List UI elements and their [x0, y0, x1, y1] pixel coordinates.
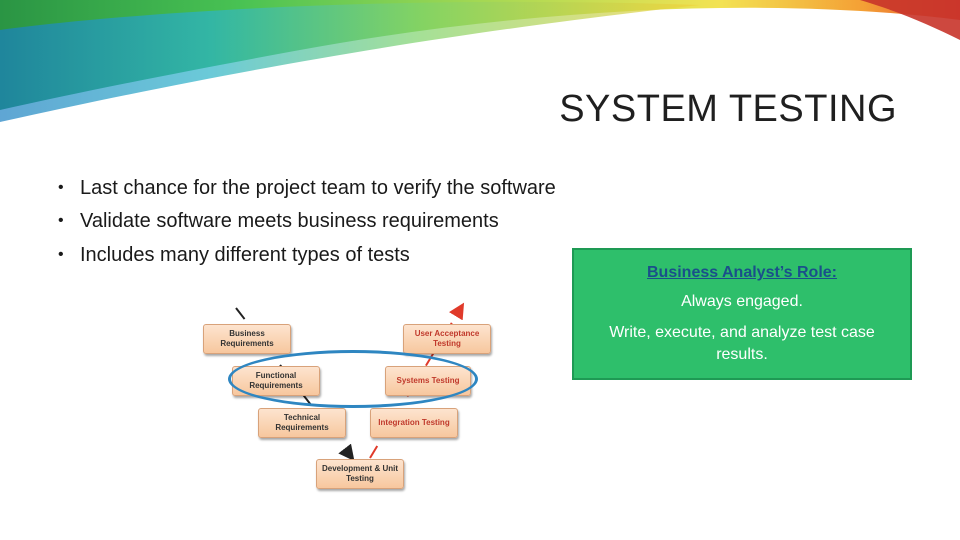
- ba-role-heading: Business Analyst’s Role:: [647, 264, 837, 281]
- slide-title: SYSTEM TESTING: [559, 88, 897, 130]
- bullet-text: Includes many different types of tests: [80, 244, 410, 266]
- bullet-item: • Validate software meets business requir…: [58, 209, 556, 242]
- stage-technical-requirements: Technical Requirements: [258, 408, 346, 438]
- ba-role-line-engaged: Always engaged.: [681, 293, 803, 310]
- stage-integration-testing: Integration Testing: [370, 408, 458, 438]
- stage-development-unit-testing: Development & Unit Testing: [316, 459, 404, 489]
- decorative-swoosh: [0, 0, 960, 123]
- bullet-list: • Last chance for the project team to ver…: [58, 176, 556, 276]
- stage-user-acceptance-testing: User Acceptance Testing: [403, 324, 491, 354]
- bullet-text: Validate software meets business require…: [80, 210, 499, 232]
- bullet-marker: •: [58, 179, 64, 196]
- bullet-item: • Includes many different types of tests: [58, 243, 556, 276]
- bullet-marker: •: [58, 246, 64, 263]
- bullet-marker: •: [58, 212, 64, 229]
- ba-role-line-tests: Write, execute, and analyze test case re…: [609, 324, 875, 363]
- bullet-text: Last chance for the project team to veri…: [80, 177, 556, 199]
- business-analyst-role-box: Business Analyst’s Role: Always engaged.…: [572, 248, 912, 380]
- systems-testing-highlight: [228, 350, 478, 408]
- stage-business-requirements: Business Requirements: [203, 324, 291, 354]
- bullet-item: • Last chance for the project team to ver…: [58, 176, 556, 209]
